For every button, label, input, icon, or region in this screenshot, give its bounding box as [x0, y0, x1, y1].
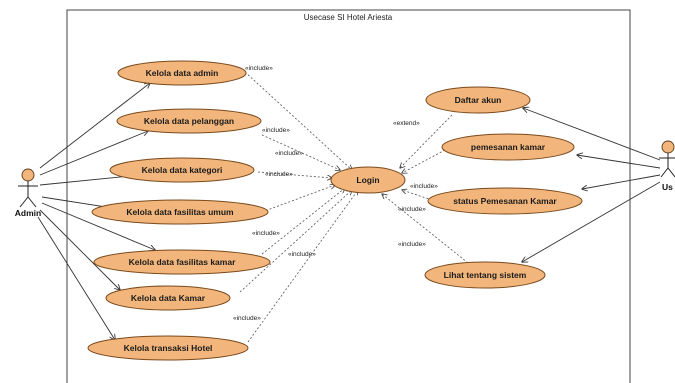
stereotype-include-pelanggan: «include» — [262, 127, 290, 134]
actor-user-head-icon — [661, 140, 675, 154]
usecase-login[interactable]: Login — [330, 166, 406, 194]
user-associations — [522, 108, 661, 262]
system-title: Usecase SI Hotel Ariesta — [304, 13, 393, 22]
stereotype-include-transaksi: «include» — [233, 315, 261, 322]
svg-text:Kelola data pelanggan: Kelola data pelanggan — [144, 116, 234, 126]
actor-admin-head-icon — [21, 168, 35, 182]
stereotype-include-admin: «include» — [245, 65, 273, 72]
stereotype-include-kategori: «include» — [265, 171, 293, 178]
usecase-kelola-data-fasilitas-kamar[interactable]: Kelola data fasilitas kamar — [93, 249, 271, 275]
svg-text:Kelola data fasilitas kamar: Kelola data fasilitas kamar — [129, 257, 236, 267]
usecase-kelola-data-fasilitas-umum[interactable]: Kelola data fasilitas umum — [91, 199, 269, 225]
svg-text:Kelola data kategori: Kelola data kategori — [142, 165, 223, 175]
actor-user-label: Us — [662, 182, 673, 192]
stereotype-include-status: «include» — [410, 183, 438, 190]
admin-associations — [37, 83, 155, 340]
svg-text:Kelola data Kamar: Kelola data Kamar — [131, 293, 206, 303]
usecase-kelola-data-kamar[interactable]: Kelola data Kamar — [105, 285, 231, 311]
svg-text:Login: Login — [356, 175, 379, 185]
usecase-status-pemesanan-kamar[interactable]: status Pemesanan Kamar — [427, 187, 583, 215]
stereotype-labels: «include» «include» «include» «include» … — [233, 65, 438, 322]
actor-admin[interactable]: Admin — [15, 168, 41, 218]
svg-text:Kelola data fasilitas umum: Kelola data fasilitas umum — [126, 207, 234, 217]
usecase-kelola-data-pelanggan[interactable]: Kelola data pelanggan — [116, 108, 262, 134]
stereotype-extend-daftar: «extend» — [393, 120, 420, 127]
usecase-kelola-data-admin[interactable]: Kelola data admin — [117, 60, 247, 86]
svg-text:Lihat tentang sistem: Lihat tentang sistem — [444, 270, 527, 280]
stereotype-include-pelanggan-login: «include» — [275, 150, 303, 157]
stereotype-include-fasilitas-kamar: «include» — [252, 230, 280, 237]
dependencies — [239, 71, 469, 343]
stereotype-include-lihat: «include» — [398, 241, 426, 248]
stereotype-include-kamar: «include» — [288, 251, 316, 258]
svg-text:pemesanan kamar: pemesanan kamar — [471, 142, 546, 152]
usecase-daftar-akun[interactable]: Daftar akun — [425, 86, 531, 114]
usecase-pemesanan-kamar[interactable]: pemesanan kamar — [441, 133, 575, 161]
svg-text:status Pemesanan Kamar: status Pemesanan Kamar — [453, 196, 557, 206]
usecase-kelola-data-kategori[interactable]: Kelola data kategori — [109, 157, 255, 183]
usecase-lihat-tentang-sistem[interactable]: Lihat tentang sistem — [424, 261, 546, 289]
svg-text:Kelola data admin: Kelola data admin — [146, 68, 219, 78]
actor-admin-label: Admin — [15, 208, 41, 218]
usecase-kelola-transaksi-hotel[interactable]: Kelola transaksi Hotel — [87, 335, 249, 361]
svg-text:Daftar akun: Daftar akun — [455, 95, 502, 105]
stereotype-include-status-2: «include» — [398, 206, 426, 213]
svg-text:Kelola transaksi Hotel: Kelola transaksi Hotel — [124, 343, 213, 353]
actor-user[interactable]: Us — [659, 140, 675, 192]
